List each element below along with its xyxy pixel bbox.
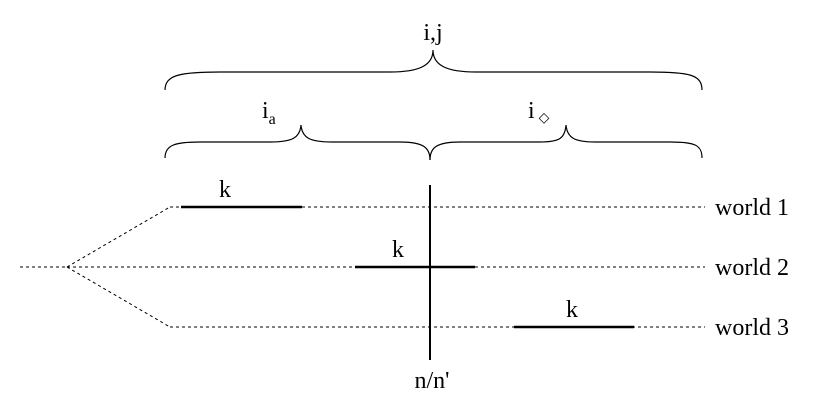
- world2-label: world 2: [715, 255, 789, 281]
- top-brace-label: i,j: [423, 20, 442, 46]
- k-label-world1: k: [219, 177, 231, 203]
- k-label-world2: k: [392, 237, 404, 263]
- left-sub-brace: [164, 124, 431, 161]
- left-brace-label: ia: [262, 98, 276, 128]
- vertical-line-label: n/n': [415, 368, 450, 394]
- k-label-world3: k: [566, 297, 578, 323]
- right-sub-brace: [429, 124, 703, 161]
- world3-label: world 3: [715, 315, 789, 341]
- branch-world1: [66, 206, 171, 268]
- right-brace-label: i◇: [528, 98, 550, 126]
- branch-world3: [66, 266, 171, 328]
- top-brace: [164, 49, 703, 91]
- world1-label: world 1: [715, 195, 789, 221]
